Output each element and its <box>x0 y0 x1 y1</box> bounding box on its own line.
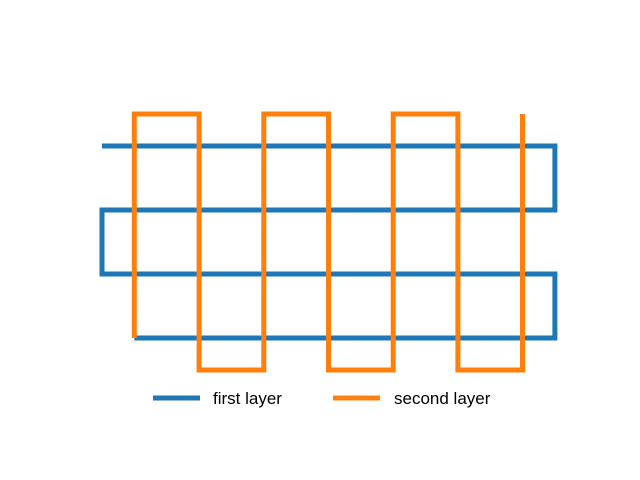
legend-label-second-layer: second layer <box>394 389 491 408</box>
series-line-second-layer <box>131 111 525 373</box>
legend: first layer second layer <box>153 389 491 408</box>
series-line-first-layer <box>99 143 558 341</box>
plot-area <box>99 111 558 373</box>
legend-label-first-layer: first layer <box>213 389 282 408</box>
